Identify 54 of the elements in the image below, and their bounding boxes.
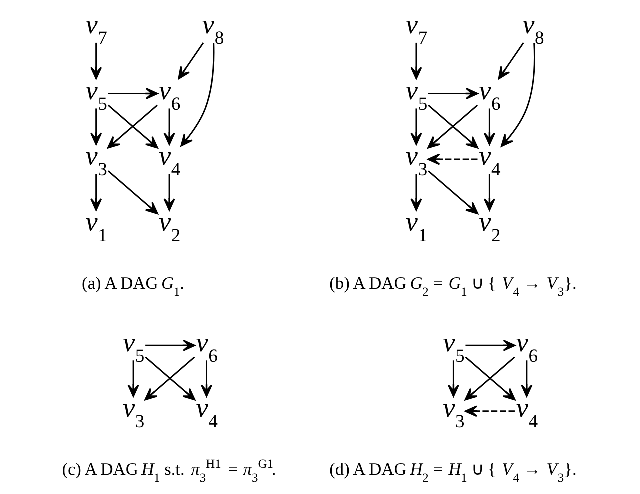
- label: (c) A DAG H$_{1}$ s.t. π$_{3}$$^{H1}$ = π$_{3}$$^{G1}$.: [62, 456, 276, 485]
- arrow: [448, 360, 460, 398]
- node-text: v$_{7}$: [406, 10, 428, 50]
- arrow: [464, 406, 515, 418]
- arrow: [108, 170, 158, 215]
- arrow: [484, 108, 496, 146]
- arrow: [90, 108, 102, 146]
- node-text: v$_{4}$: [479, 141, 501, 181]
- arrow: [428, 170, 479, 215]
- node-text: v$_{1}$: [86, 206, 108, 246]
- node-text: v$_{6}$: [196, 327, 218, 367]
- arrow: [410, 42, 422, 80]
- node-text: v$_{8}$: [202, 10, 224, 50]
- arrow: [428, 88, 478, 100]
- node-text: v$_{8}$: [522, 10, 544, 50]
- node-text: v$_{2}$: [479, 206, 501, 246]
- node-text: v$_{6}$: [516, 327, 538, 367]
- node-text: v$_{4}$: [158, 141, 181, 181]
- node-text: v$_{7}$: [86, 10, 108, 50]
- arrow: [201, 360, 213, 398]
- arrow: [146, 340, 196, 352]
- node-text: v$_{3}$: [86, 141, 108, 181]
- arrow: [498, 42, 524, 80]
- node-text: v$_{3}$: [123, 393, 145, 433]
- arrow: [180, 43, 215, 147]
- arrow: [90, 42, 102, 80]
- node-text: v$_{6}$: [158, 75, 181, 115]
- node-text: v$_{3}$: [406, 141, 428, 181]
- arrow: [410, 108, 422, 146]
- label: (b) A DAG G$_{2}$ = G$_{1}$ ∪ {V$_{4}$ → V$_{3}$}.: [330, 274, 577, 299]
- node-text: v$_{1}$: [406, 206, 428, 246]
- arrow: [128, 360, 140, 398]
- arrow: [410, 174, 422, 212]
- arrow: [108, 88, 158, 100]
- node-text: v$_{5}$: [86, 75, 108, 115]
- node-text: v$_{5}$: [443, 327, 465, 367]
- node-text: v$_{6}$: [479, 75, 501, 115]
- label: (d) A DAG H$_{2}$ = H$_{1}$ ∪ {V$_{4}$ → V$_{3}$}.: [330, 460, 577, 485]
- arrow: [484, 174, 496, 212]
- label: (a) A DAG G$_{1}$.: [82, 274, 184, 299]
- arrow: [500, 43, 536, 148]
- arrow: [428, 154, 478, 166]
- arrow: [178, 42, 204, 80]
- arrow: [521, 360, 533, 398]
- node-text: v$_{2}$: [158, 206, 181, 246]
- arrow: [164, 174, 176, 212]
- node-text: v$_{5}$: [123, 327, 145, 367]
- arrow: [466, 340, 516, 352]
- arrow: [90, 174, 102, 212]
- node-text: v$_{5}$: [406, 75, 428, 115]
- node-text: v$_{4}$: [196, 393, 218, 433]
- node-text: v$_{3}$: [443, 393, 465, 433]
- arrow: [164, 108, 176, 146]
- node-text: v$_{4}$: [516, 393, 538, 433]
